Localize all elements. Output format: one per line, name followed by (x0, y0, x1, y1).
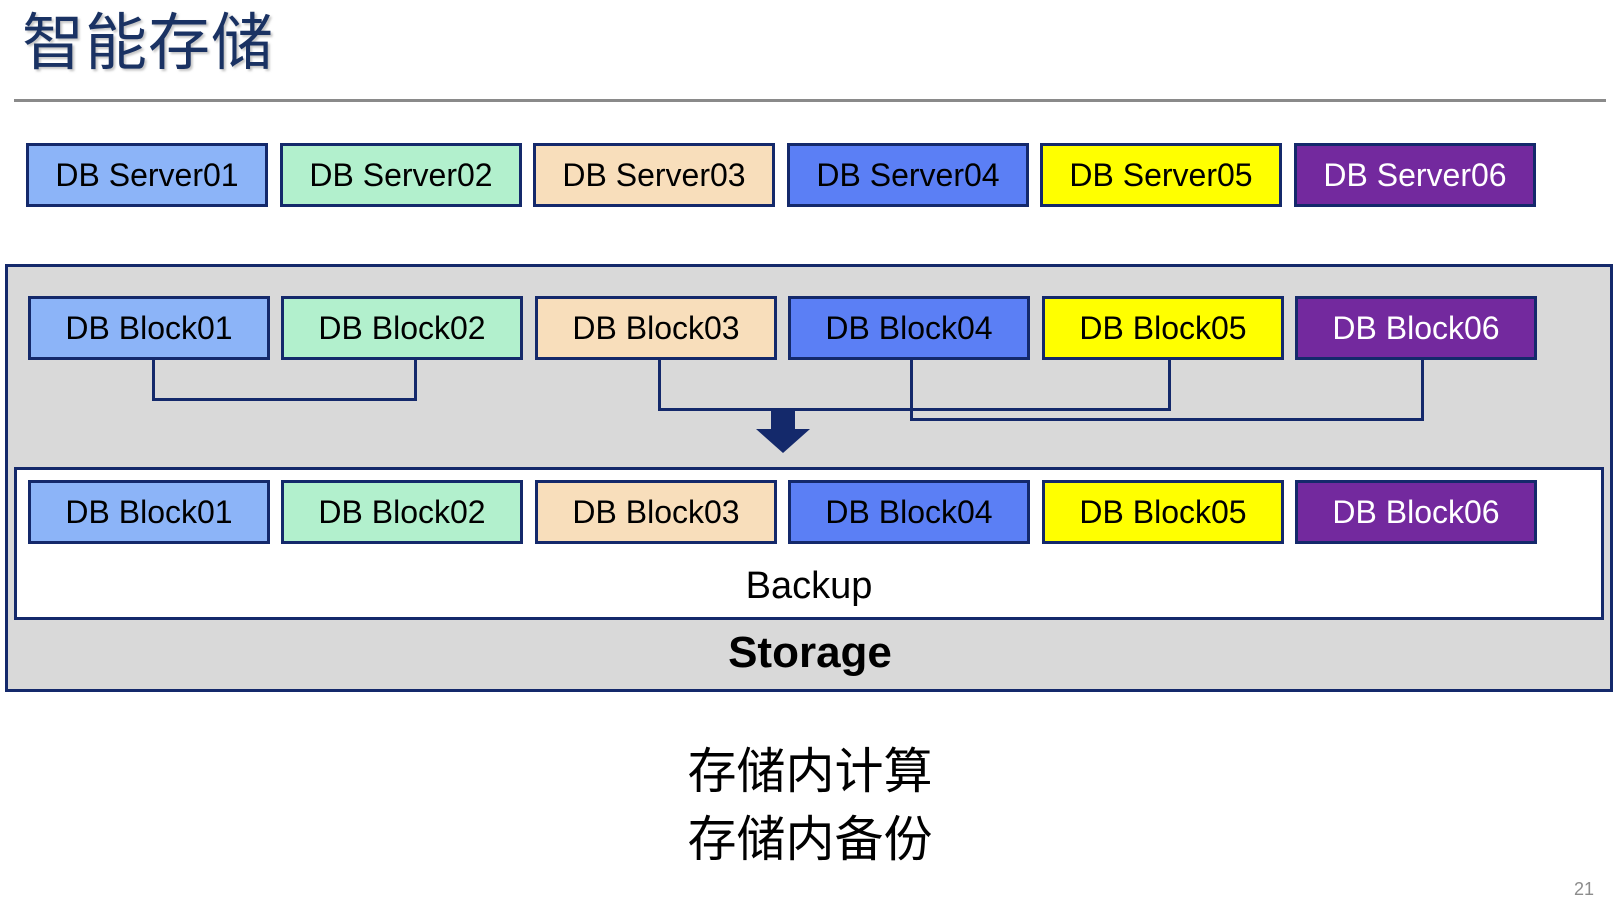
bracket-block01-block02-left (152, 360, 155, 398)
db-block-box-4: DB Block04 (788, 296, 1030, 360)
title-divider (14, 99, 1606, 102)
bracket-block03-block05-right (1168, 360, 1171, 408)
page-title: 智能存储 (22, 9, 275, 78)
backup-block-box-4: DB Block04 (788, 480, 1030, 544)
bracket-block01-block02-right (414, 360, 417, 398)
db-block-box-3: DB Block03 (535, 296, 777, 360)
bracket-block03-block05-left (658, 360, 661, 408)
arrow-shaft (771, 409, 795, 431)
bracket-block04-block06-left (910, 360, 913, 418)
db-server-box-6: DB Server06 (1294, 143, 1536, 207)
db-server-box-2: DB Server02 (280, 143, 522, 207)
backup-block-box-2: DB Block02 (281, 480, 523, 544)
down-arrow-icon (756, 409, 810, 453)
db-server-box-1: DB Server01 (26, 143, 268, 207)
backup-label: Backup (745, 565, 873, 607)
db-block-box-2: DB Block02 (281, 296, 523, 360)
db-block-box-6: DB Block06 (1295, 296, 1537, 360)
db-server-box-5: DB Server05 (1040, 143, 1282, 207)
caption-block: 存储内计算存储内备份 (0, 738, 1620, 874)
arrow-head (756, 429, 810, 453)
db-block-box-5: DB Block05 (1042, 296, 1284, 360)
backup-block-box-5: DB Block05 (1042, 480, 1284, 544)
bracket-block04-block06-span (910, 418, 1424, 421)
bracket-block04-block06-right (1421, 360, 1424, 418)
page-number: 21 (1573, 879, 1594, 899)
bracket-block01-block02-span (152, 398, 417, 401)
db-block-box-1: DB Block01 (28, 296, 270, 360)
bracket-block03-block05-span (658, 408, 1171, 411)
backup-block-box-1: DB Block01 (28, 480, 270, 544)
db-server-box-4: DB Server04 (787, 143, 1029, 207)
caption-line-1: 存储内计算 (687, 745, 933, 799)
backup-block-box-3: DB Block03 (535, 480, 777, 544)
backup-block-box-6: DB Block06 (1295, 480, 1537, 544)
storage-label: Storage (728, 628, 892, 677)
caption-line-2: 存储内备份 (687, 813, 933, 867)
db-server-box-3: DB Server03 (533, 143, 775, 207)
